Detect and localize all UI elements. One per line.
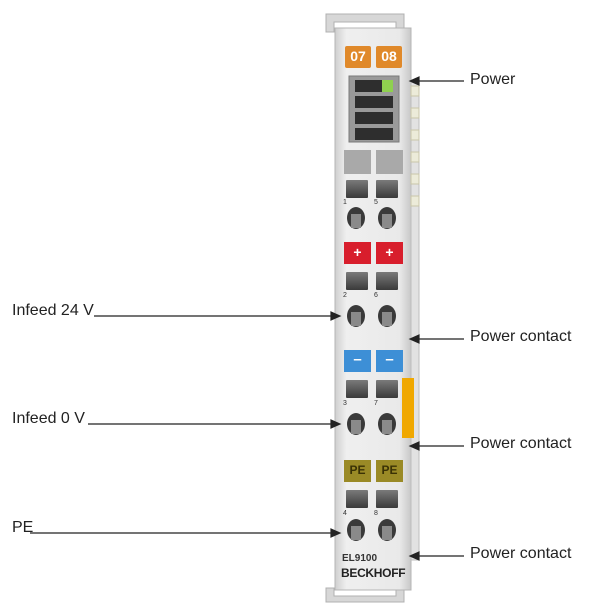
label-pe: PE <box>12 519 34 536</box>
plus-chip-left <box>344 242 371 264</box>
led-number-08: 08 <box>381 48 397 64</box>
label-power-contact-1: Power contact <box>470 328 572 345</box>
minus-chip-left <box>344 350 371 372</box>
leader-lines <box>30 76 464 561</box>
label-pad-left <box>344 150 371 174</box>
led-green <box>382 80 393 92</box>
led-chip-08 <box>376 46 402 68</box>
contact-number-1: 1 <box>343 199 347 206</box>
brand-label: BECKHOFF <box>341 566 406 580</box>
rail-bumps <box>410 85 420 207</box>
plus-symbol-right: + <box>385 244 394 260</box>
contact-group-4 <box>346 490 398 541</box>
pe-symbol-right: PE <box>381 463 398 477</box>
minus-symbol-left: – <box>353 351 362 368</box>
contact-group-2 <box>346 272 398 327</box>
pe-symbol-left: PE <box>349 463 366 477</box>
plus-chip-right <box>376 242 403 264</box>
top-clip <box>325 13 405 33</box>
label-power: Power <box>470 71 516 88</box>
contact-number-8: 8 <box>374 510 378 517</box>
led-row-2 <box>355 96 393 108</box>
minus-chip-right <box>376 350 403 372</box>
led-row-3 <box>355 112 393 124</box>
pe-chip-right <box>376 460 403 482</box>
label-pad-right <box>376 150 403 174</box>
led-row-4 <box>355 128 393 140</box>
contact-group-1 <box>346 180 398 229</box>
contact-group-3 <box>346 380 398 435</box>
orange-side-bar <box>402 378 414 438</box>
plus-symbol-left: + <box>353 244 362 260</box>
pe-chip-left <box>344 460 371 482</box>
contact-number-3: 3 <box>343 400 347 407</box>
label-power-contact-3: Power contact <box>470 545 572 562</box>
contact-number-7: 7 <box>374 400 378 407</box>
contact-number-2: 2 <box>343 292 347 299</box>
model-label: EL9100 <box>342 553 378 564</box>
contact-number-5: 5 <box>374 199 378 206</box>
label-infeed-0v: Infeed 0 V <box>12 410 85 427</box>
minus-symbol-right: – <box>385 351 394 368</box>
led-chip-07 <box>345 46 371 68</box>
label-infeed-24v: Infeed 24 V <box>12 302 94 319</box>
led-number-07: 07 <box>350 48 366 64</box>
label-power-contact-2: Power contact <box>470 435 572 452</box>
contact-number-6: 6 <box>374 292 378 299</box>
contact-number-4: 4 <box>343 510 347 517</box>
